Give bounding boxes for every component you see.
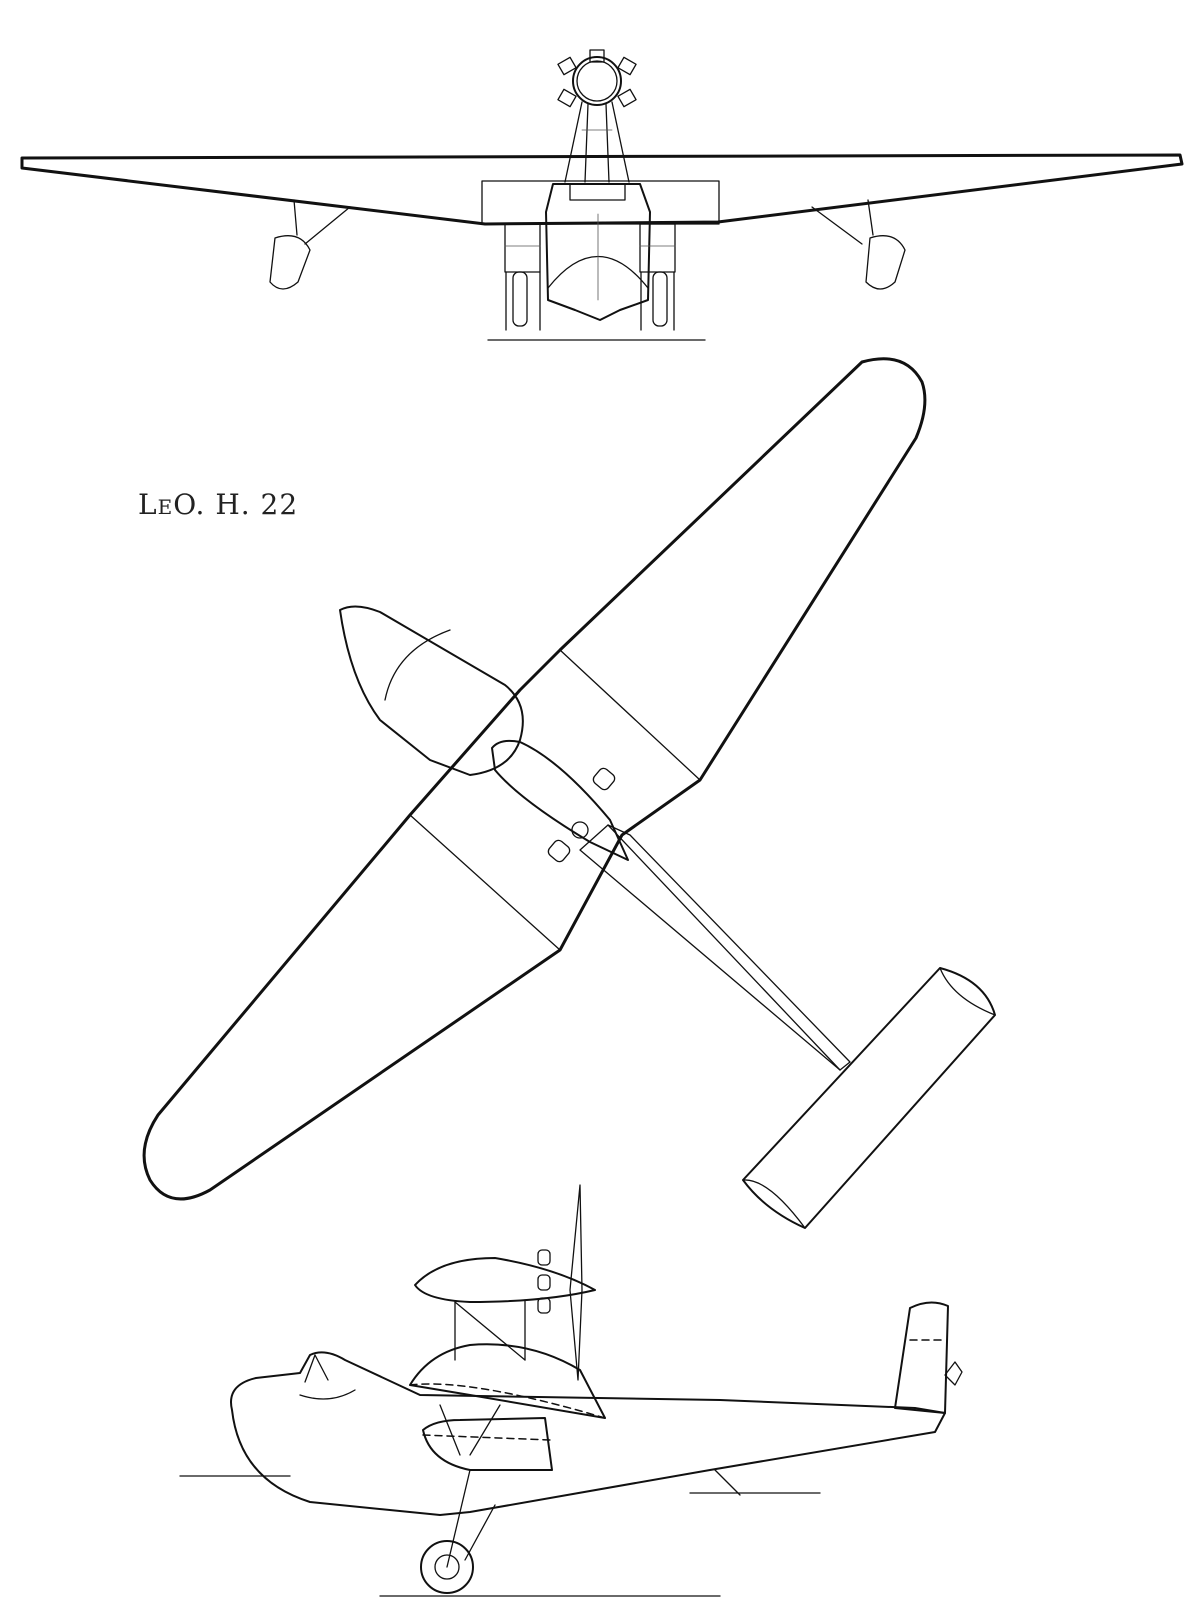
tailplane-tip bbox=[742, 1179, 806, 1229]
designation-rest: O. H. 22 bbox=[173, 488, 299, 521]
designation-initial: L bbox=[138, 488, 158, 521]
engine-strut bbox=[611, 101, 630, 183]
cockpit-windshield bbox=[304, 1354, 329, 1383]
engine-strut bbox=[584, 103, 589, 183]
propeller-blade-left bbox=[557, 56, 577, 76]
engine-strut bbox=[605, 103, 610, 183]
tail-boom bbox=[579, 824, 851, 1071]
wheel-strut bbox=[464, 1504, 496, 1561]
propeller-blade-lower-right bbox=[617, 88, 637, 108]
right-float-strut bbox=[867, 199, 874, 236]
wheel bbox=[420, 1540, 474, 1594]
front-hull bbox=[545, 183, 651, 321]
side-hull bbox=[230, 1351, 946, 1516]
plan-view bbox=[142, 357, 996, 1229]
right-wheel bbox=[652, 271, 668, 327]
cockpit-opening bbox=[299, 1389, 356, 1400]
left-float-strut bbox=[304, 206, 351, 245]
side-view bbox=[179, 1184, 963, 1597]
fitting-icon bbox=[537, 1274, 551, 1291]
tail-cone bbox=[944, 1361, 963, 1386]
fitting-icon bbox=[592, 767, 616, 791]
propeller-side bbox=[569, 1184, 583, 1381]
left-float-strut bbox=[293, 199, 298, 236]
aircraft-designation: LEO. H. 22 bbox=[138, 488, 298, 521]
tail-boom-line bbox=[607, 824, 841, 1071]
wheel-hub bbox=[434, 1554, 460, 1580]
wing-side bbox=[409, 1343, 606, 1419]
wing-centre-section bbox=[481, 180, 720, 225]
engine-nacelle-ring bbox=[384, 629, 451, 701]
side-float bbox=[422, 1417, 553, 1471]
wing-lower-surface bbox=[409, 1383, 606, 1419]
propeller-blade-lower-left bbox=[557, 88, 577, 108]
propeller-hub bbox=[571, 821, 589, 839]
wing-centre-chord bbox=[409, 814, 561, 951]
float-strut bbox=[469, 1404, 501, 1456]
right-float-strut bbox=[811, 206, 863, 245]
front-view bbox=[20, 49, 1184, 341]
right-float bbox=[865, 235, 906, 290]
engine-ring bbox=[576, 60, 618, 102]
wing-centre-chord bbox=[559, 649, 701, 781]
tailplane-tip bbox=[939, 967, 996, 1016]
engine-strut bbox=[454, 1301, 526, 1361]
left-wheel bbox=[512, 271, 528, 327]
left-sponson bbox=[504, 223, 541, 273]
propeller-blade-right bbox=[617, 56, 637, 76]
engine-strut bbox=[564, 101, 583, 183]
right-sponson bbox=[639, 223, 676, 273]
fin bbox=[894, 1301, 949, 1414]
hull-nose bbox=[491, 739, 629, 861]
propeller-blade-top bbox=[589, 49, 605, 63]
plan-wing bbox=[142, 357, 927, 1201]
engine-cowling bbox=[572, 56, 622, 106]
engine-side bbox=[414, 1257, 596, 1303]
fitting-icon bbox=[537, 1249, 551, 1266]
float-strut bbox=[439, 1404, 461, 1456]
fitting-icon bbox=[537, 1297, 551, 1314]
wheel-strut bbox=[446, 1469, 471, 1568]
fitting-icon bbox=[547, 839, 571, 863]
left-float bbox=[269, 235, 311, 290]
float-line bbox=[422, 1434, 551, 1441]
cockpit-windshield bbox=[569, 183, 626, 201]
rear-skid bbox=[714, 1469, 741, 1496]
engine-nacelle bbox=[339, 605, 524, 776]
front-wing bbox=[20, 153, 1184, 226]
designation-small-letter: E bbox=[157, 495, 174, 519]
